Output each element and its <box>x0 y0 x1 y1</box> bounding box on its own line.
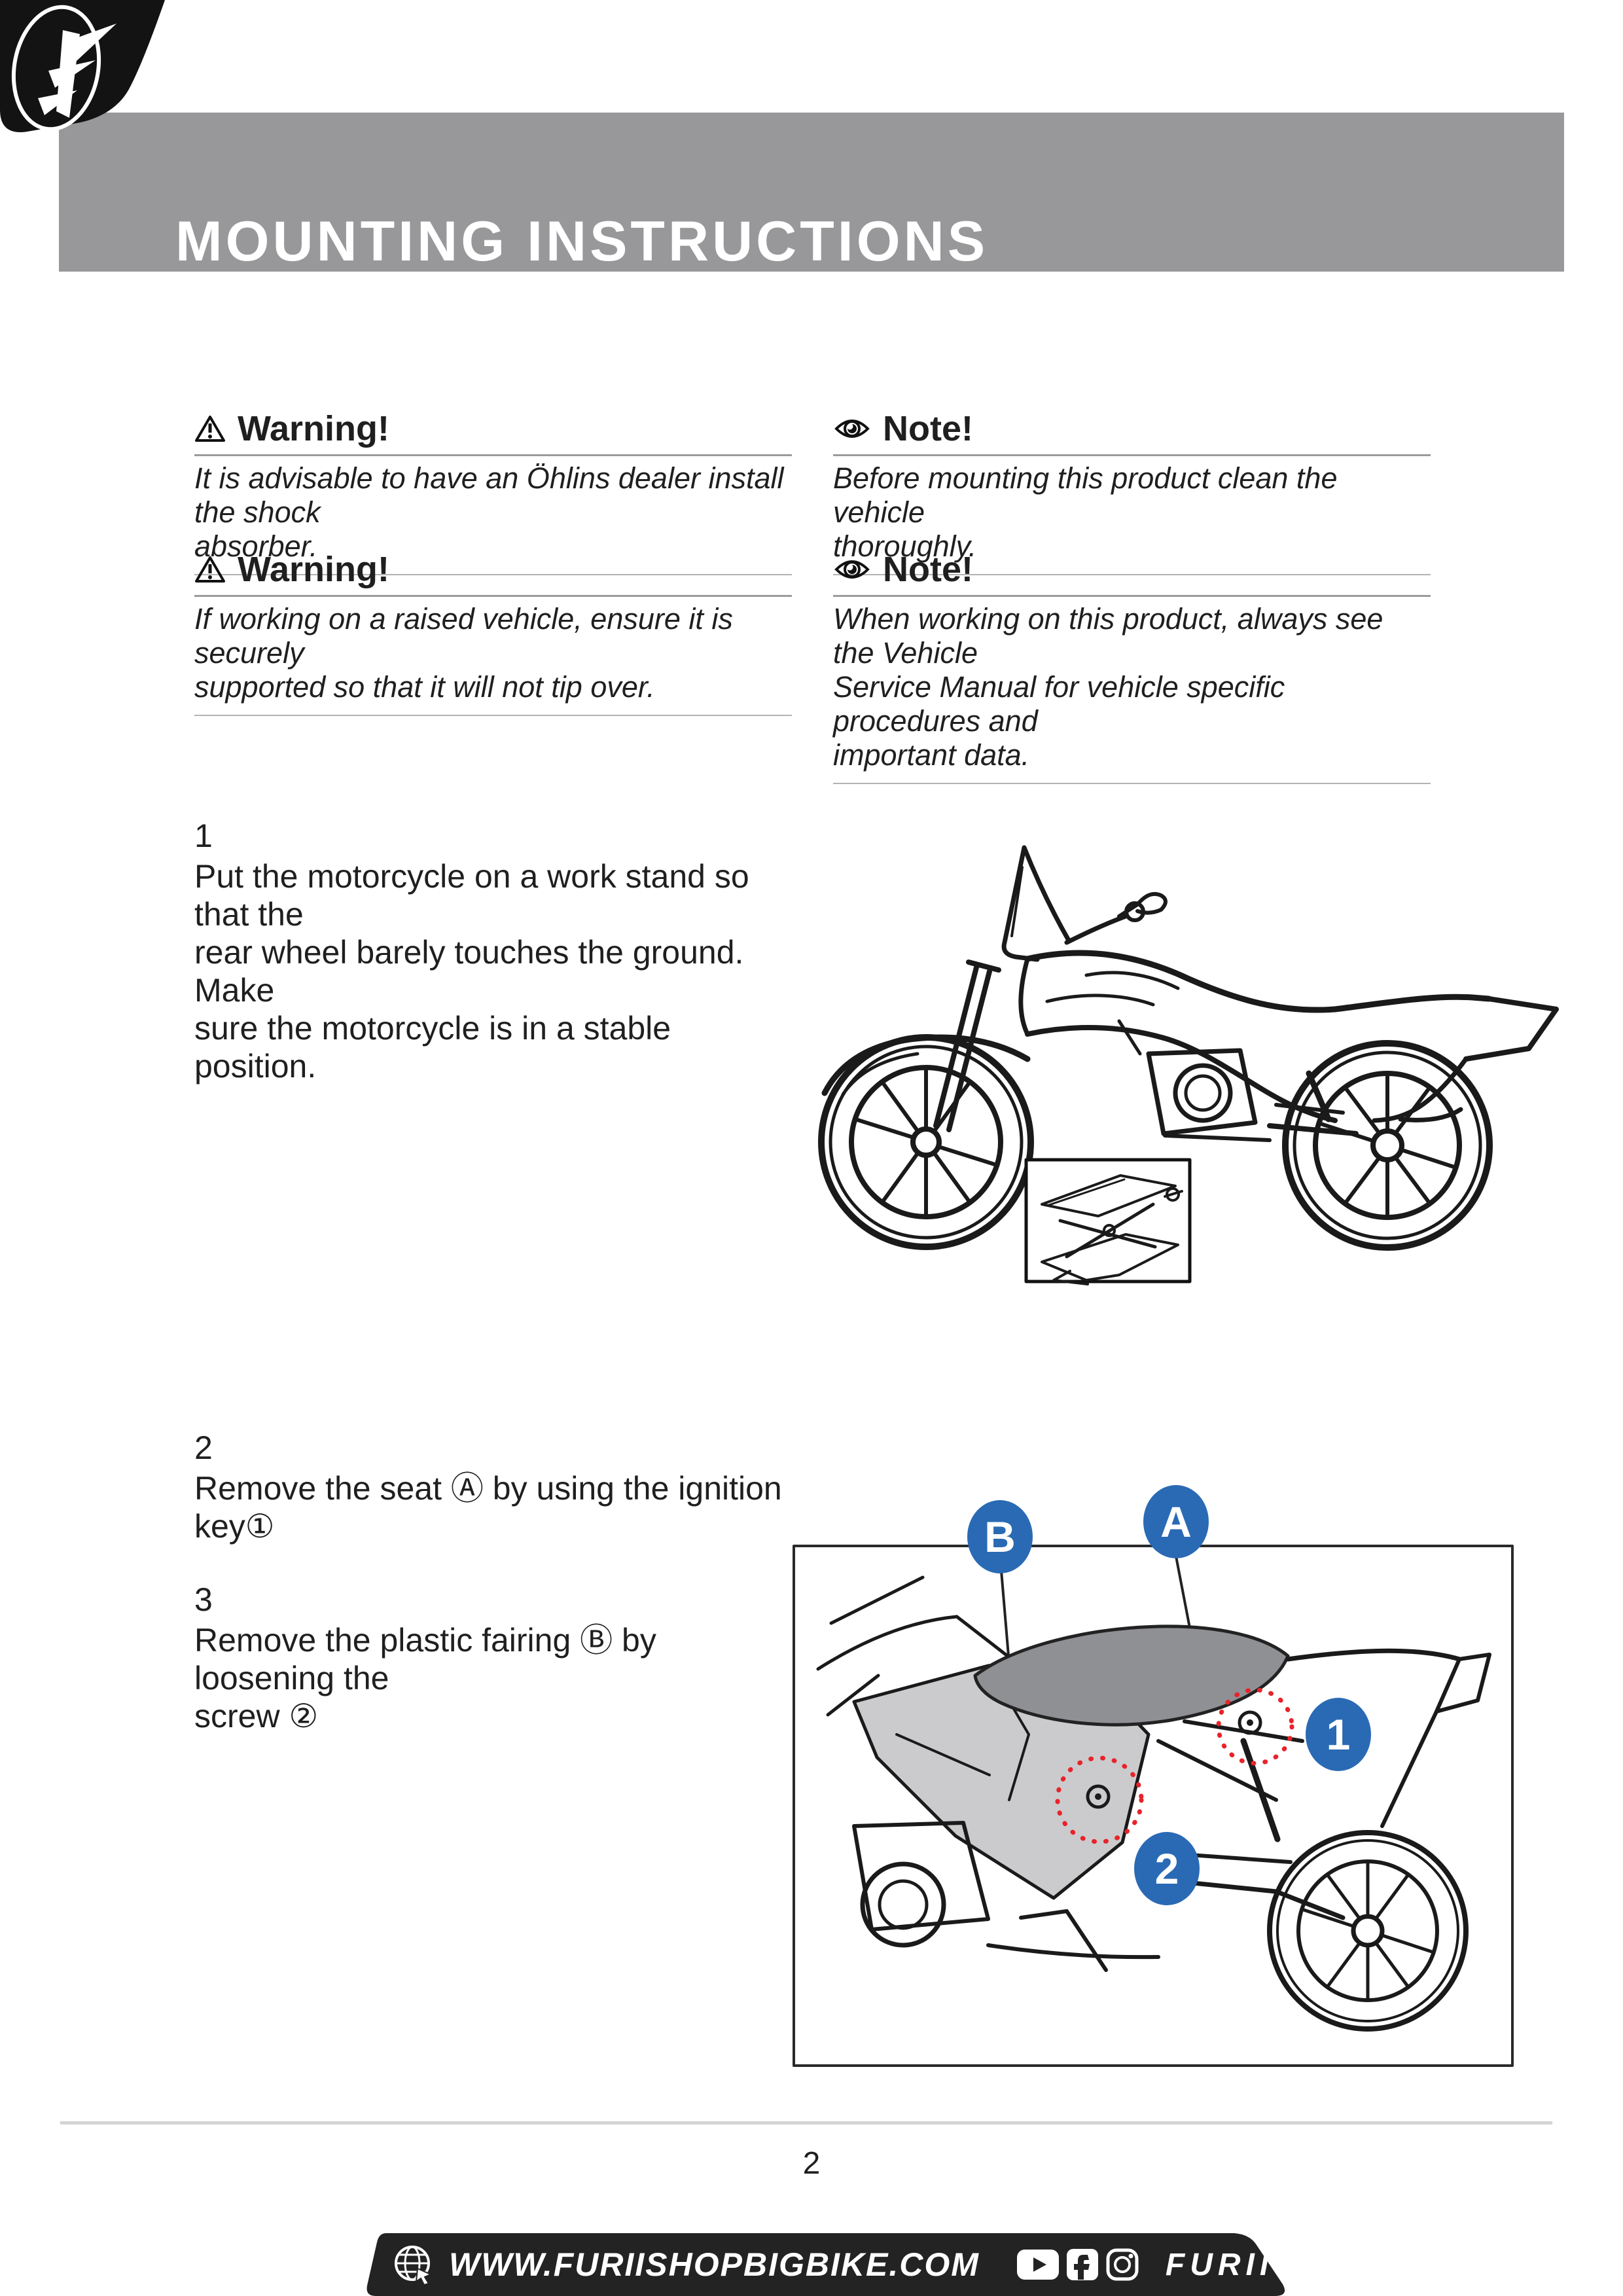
label-badge-2: 2 <box>1134 1832 1200 1905</box>
warning-block-2: Warning! If working on a raised vehicle,… <box>194 552 792 716</box>
warning-text: If working on a raised vehicle, ensure i… <box>194 597 792 716</box>
eye-icon <box>833 556 871 583</box>
highlight-circle-1 <box>1216 1687 1294 1766</box>
youtube-icon <box>1016 2249 1060 2280</box>
figure-motorcycle-workstand <box>812 838 1571 1289</box>
warning-text: It is advisable to have an Öhlins dealer… <box>194 456 792 575</box>
furii-f-logo-icon <box>0 0 177 141</box>
website-url: WWW.FURIISHOPBIGBIKE.COM <box>449 2246 980 2283</box>
step-number: 2 <box>194 1429 213 1466</box>
label-badge-1: 1 <box>1306 1698 1371 1771</box>
step-number: 3 <box>194 1581 213 1618</box>
seat-screw <box>1238 1710 1262 1735</box>
note-text: Before mounting this product clean the v… <box>833 456 1431 575</box>
figure-seat-fairing-removal: A B 1 2 <box>792 1460 1514 2068</box>
seat-panel <box>973 1624 1290 1727</box>
warning-title: Warning! <box>238 409 389 448</box>
globe-icon <box>393 2244 435 2286</box>
footer-bar: WWW.FURIISHOPBIGBIKE.COM <box>365 2233 1393 2296</box>
workstand-inset <box>1024 1158 1192 1285</box>
brand-name: FURII SHOP <box>1165 2247 1398 2282</box>
warning-title: Warning! <box>238 550 389 589</box>
step-text: Remove the plastic fairing Ⓑ by loosenin… <box>194 1622 656 1734</box>
note-block-1: Note! Before mounting this product clean… <box>833 411 1431 575</box>
note-title: Note! <box>883 550 973 589</box>
highlight-circle-2 <box>1055 1755 1144 1844</box>
note-title: Note! <box>883 409 973 448</box>
facebook-icon <box>1066 2248 1099 2281</box>
step-number: 1 <box>194 817 213 854</box>
header-banner: MOUNTING INSTRUCTIONS <box>59 113 1564 272</box>
warning-block-1: Warning! It is advisable to have an Öhli… <box>194 411 792 575</box>
eye-icon <box>833 415 871 442</box>
label-badge-B: B <box>967 1500 1033 1573</box>
bottom-divider <box>60 2121 1552 2125</box>
step-1: 1 Put the motorcycle on a work stand so … <box>194 817 796 1085</box>
step-3: 3 Remove the plastic fairing Ⓑ by loosen… <box>194 1581 796 1735</box>
instagram-icon <box>1105 2248 1139 2282</box>
note-block-2: Note! When working on this product, alwa… <box>833 552 1431 784</box>
step-text: Remove the seat Ⓐ by using the ignition … <box>194 1470 782 1545</box>
step-2: 2 Remove the seat Ⓐ by using the ignitio… <box>194 1429 796 1545</box>
warning-triangle-icon <box>194 555 226 584</box>
page-title: MOUNTING INSTRUCTIONS <box>175 210 989 273</box>
note-text: When working on this product, always see… <box>833 597 1431 784</box>
step-text: Put the motorcycle on a work stand so th… <box>194 858 749 1085</box>
warning-triangle-icon <box>194 414 226 443</box>
page-number: 2 <box>802 2146 821 2181</box>
fairing-screw <box>1086 1784 1111 1809</box>
label-badge-A: A <box>1143 1485 1209 1558</box>
